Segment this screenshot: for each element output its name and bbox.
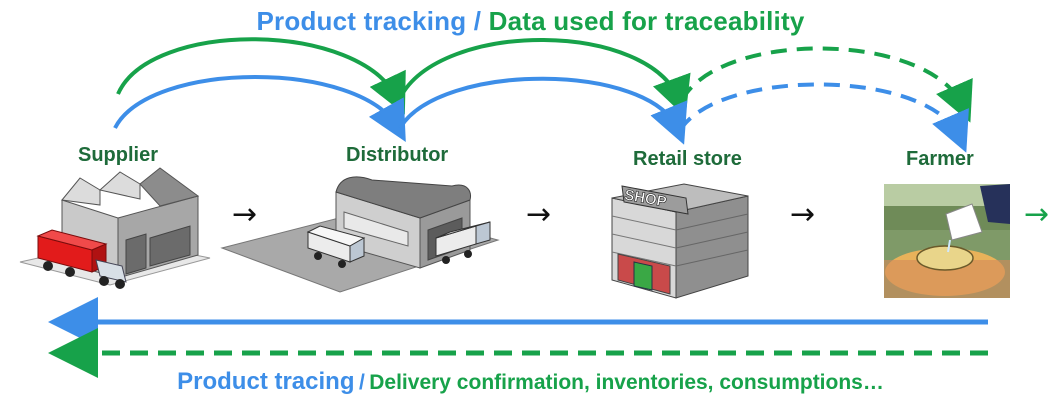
van-icon-right <box>435 221 491 264</box>
green-arc-retail-farmer <box>680 46 973 123</box>
top-title: Product tracking / Data used for traceab… <box>0 6 1061 37</box>
node-label-farmer: Farmer <box>906 148 974 170</box>
top-title-blue: Product tracking <box>256 6 467 36</box>
farmer-photo <box>884 184 1010 298</box>
bottom-title: Product tracing / Delivery confirmation,… <box>0 368 1061 396</box>
green-arc-supplier-distributor <box>116 37 406 115</box>
arrow-icon-supplier-to-distributor: → <box>232 197 258 232</box>
van-icon-left <box>306 225 366 268</box>
bottom-title-separator: / <box>358 371 365 394</box>
node-label-distributor: Distributor <box>346 144 449 166</box>
node-label-supplier: Supplier <box>78 144 159 166</box>
bottom-title-green: Delivery confirmation, inventories, cons… <box>369 371 884 394</box>
node-label-retail-store: Retail store <box>633 148 742 170</box>
arrow-icon-retail-to-farmer: → <box>790 197 816 232</box>
top-title-green: Data used for traceability <box>488 6 805 36</box>
top-title-separator: / <box>473 6 482 36</box>
blue-arc-distributor-retail <box>398 76 688 145</box>
arrow-icon-farmer-out: → <box>1024 197 1050 232</box>
blue-arc-supplier-distributor <box>113 75 406 142</box>
truck-icon <box>36 229 127 289</box>
green-arc-distributor-retail <box>398 38 691 118</box>
bottom-title-blue: Product tracing <box>177 368 355 395</box>
arrow-icon-distributor-to-retail: → <box>526 197 552 232</box>
blue-arc-retail-farmer <box>678 82 969 153</box>
shop-building-icon: SHOP <box>611 183 749 299</box>
